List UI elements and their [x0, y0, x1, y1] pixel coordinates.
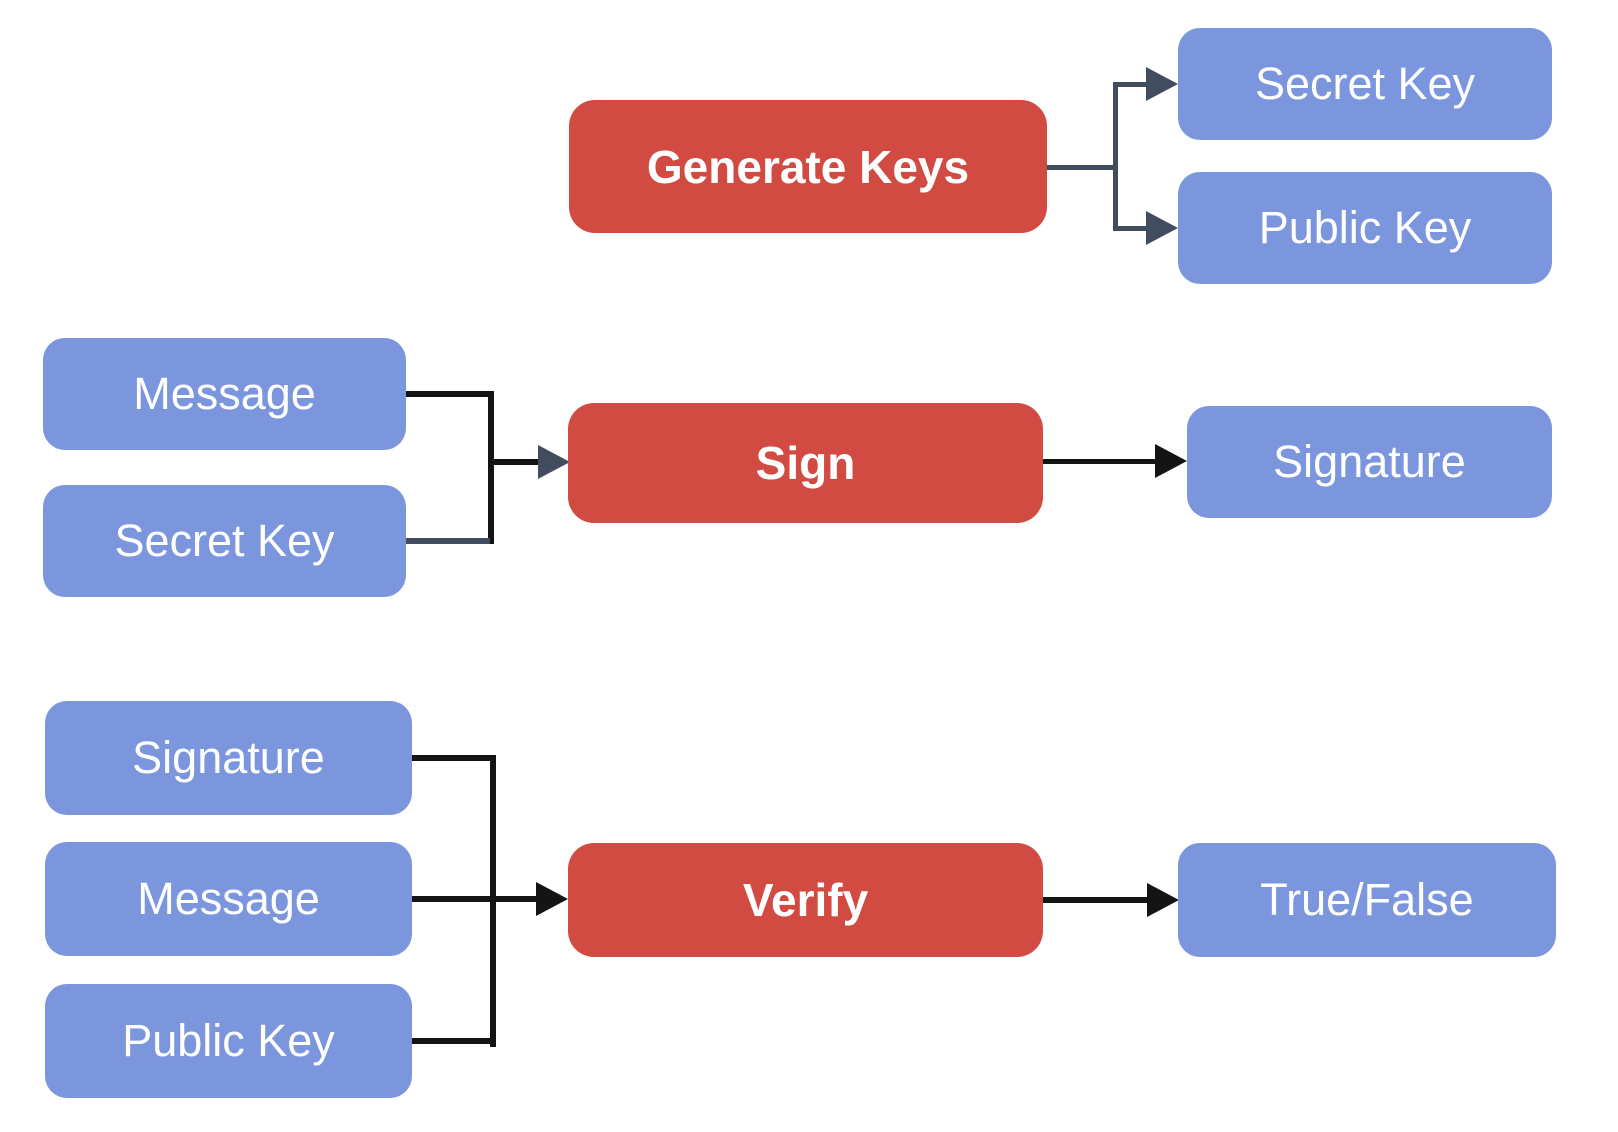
node-secret-key-sign-input: Secret Key — [43, 485, 406, 597]
node-secret-key-output: Secret Key — [1178, 28, 1552, 140]
connector-signature-to-verify — [412, 755, 496, 761]
connector-message-to-sign — [406, 391, 494, 397]
connector-verify-to-true-false — [1043, 897, 1149, 903]
arrowhead-to-secret-key-icon — [1146, 67, 1178, 101]
node-signature-output: Signature — [1187, 406, 1552, 518]
arrowhead-to-public-key-icon — [1146, 211, 1178, 245]
connector-sign-merge — [488, 391, 494, 544]
connector-generate-keys-branch — [1113, 82, 1118, 231]
arrowhead-into-sign-icon — [538, 445, 570, 479]
node-message-verify-input: Message — [45, 842, 412, 956]
arrowhead-to-true-false-icon — [1147, 883, 1179, 917]
node-verify: Verify — [568, 843, 1043, 957]
connector-generate-to-secret-key — [1113, 82, 1148, 87]
connector-message-to-verify — [412, 896, 538, 902]
node-sign: Sign — [568, 403, 1043, 523]
connector-sign-to-signature — [1043, 459, 1157, 464]
connector-public-key-to-verify — [412, 1038, 496, 1044]
node-public-key-output: Public Key — [1178, 172, 1552, 284]
arrowhead-into-verify-icon — [536, 882, 568, 916]
connector-into-sign — [488, 459, 540, 465]
node-signature-verify-input: Signature — [45, 701, 412, 815]
arrowhead-to-signature-icon — [1155, 444, 1187, 478]
node-message-sign-input: Message — [43, 338, 406, 450]
connector-generate-to-public-key — [1113, 226, 1148, 231]
connector-generate-keys-stub — [1047, 165, 1116, 170]
node-generate-keys: Generate Keys — [569, 100, 1047, 233]
node-true-false-output: True/False — [1178, 843, 1556, 957]
node-public-key-verify-input: Public Key — [45, 984, 412, 1098]
connector-secret-key-to-sign — [406, 538, 490, 544]
